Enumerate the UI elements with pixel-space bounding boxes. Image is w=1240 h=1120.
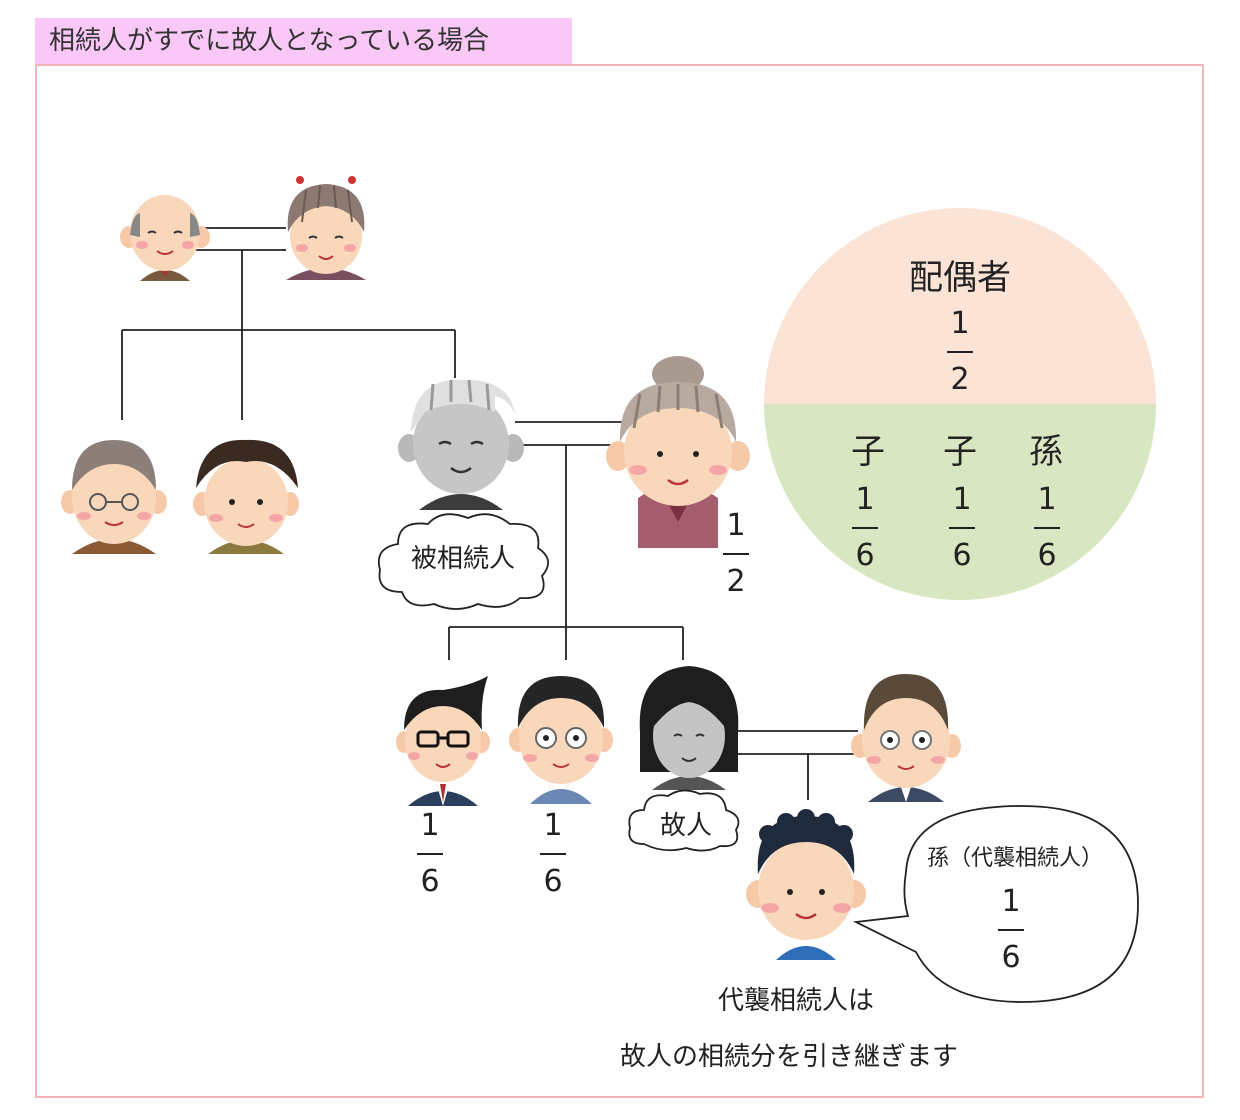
decedent-icon [398,379,524,510]
pie-child-1-denominator: 6 [855,538,875,573]
grandmother-icon [286,176,366,280]
pie-grandchild-label: 孫 [1029,432,1063,472]
page-title: 相続人がすでに故人となっている場合 [35,18,572,64]
fraction-bar [949,527,975,529]
pie-grandchild-denominator: 6 [1037,538,1057,573]
fraction-bar [723,553,749,555]
bubble-heading: 孫（代襲相続人） [926,846,1103,871]
deceased-child-label: 故人 [659,811,712,841]
grandchild-share-numerator: 1 [1001,884,1021,919]
pie-child-1-numerator: 1 [855,482,875,517]
decedent-cloud-icon [377,513,549,610]
grandchild-share-denominator: 6 [1001,940,1021,975]
child-2-share-numerator: 1 [543,808,563,843]
child-2-share: 1 6 [528,808,578,900]
pie-child-1-share: 1 6 [840,482,890,574]
pie-spouse-share: 1 2 [935,306,985,398]
pie-child-2-share: 1 6 [937,482,987,574]
pie-grandchild-share: 1 6 [1022,482,1072,574]
child-2-share-denominator: 6 [543,864,563,899]
grandchild-share: 1 6 [986,884,1036,976]
deceased-child-cloud-icon [628,789,740,852]
deceased-child-icon [639,666,739,790]
grandfather-icon [120,195,210,281]
child-1-share: 1 6 [405,808,455,900]
fraction-bar [1034,527,1060,529]
speech-bubble-icon [852,805,1139,1003]
pie-spouse-numerator: 1 [950,306,970,341]
pie-child-1-label: 子 [851,432,885,472]
child-1-icon [396,676,490,806]
child-1-share-denominator: 6 [420,864,440,899]
fraction-bar [417,853,443,855]
in-law-icon [851,674,961,802]
note-line-2: 故人の相続分を引き継ぎます [620,1042,959,1072]
child-2-icon [509,676,613,804]
pie-child-2-numerator: 1 [952,482,972,517]
aunt-icon [193,439,299,554]
fraction-bar [947,351,973,353]
fraction-bar [998,929,1024,931]
pie-grandchild-numerator: 1 [1037,482,1057,517]
child-1-share-numerator: 1 [420,808,440,843]
uncle-icon [61,440,167,554]
fraction-bar [540,853,566,855]
pie-spouse-label: 配偶者 [909,258,1011,298]
spouse-share-numerator: 1 [726,508,746,543]
note-line-1: 代襲相続人は [718,986,875,1016]
pie-child-2-denominator: 6 [952,538,972,573]
fraction-bar [852,527,878,529]
spouse-share-denominator: 2 [726,564,746,599]
spouse-icon [606,356,750,548]
decedent-label: 被相続人 [410,544,515,574]
diagram-frame [35,64,1204,1098]
pie-spouse-denominator: 2 [950,362,970,397]
grandchild-icon [746,809,866,960]
spouse-share: 1 2 [711,508,761,600]
pie-child-2-label: 子 [943,432,977,472]
inheritance-pie [764,208,1156,600]
